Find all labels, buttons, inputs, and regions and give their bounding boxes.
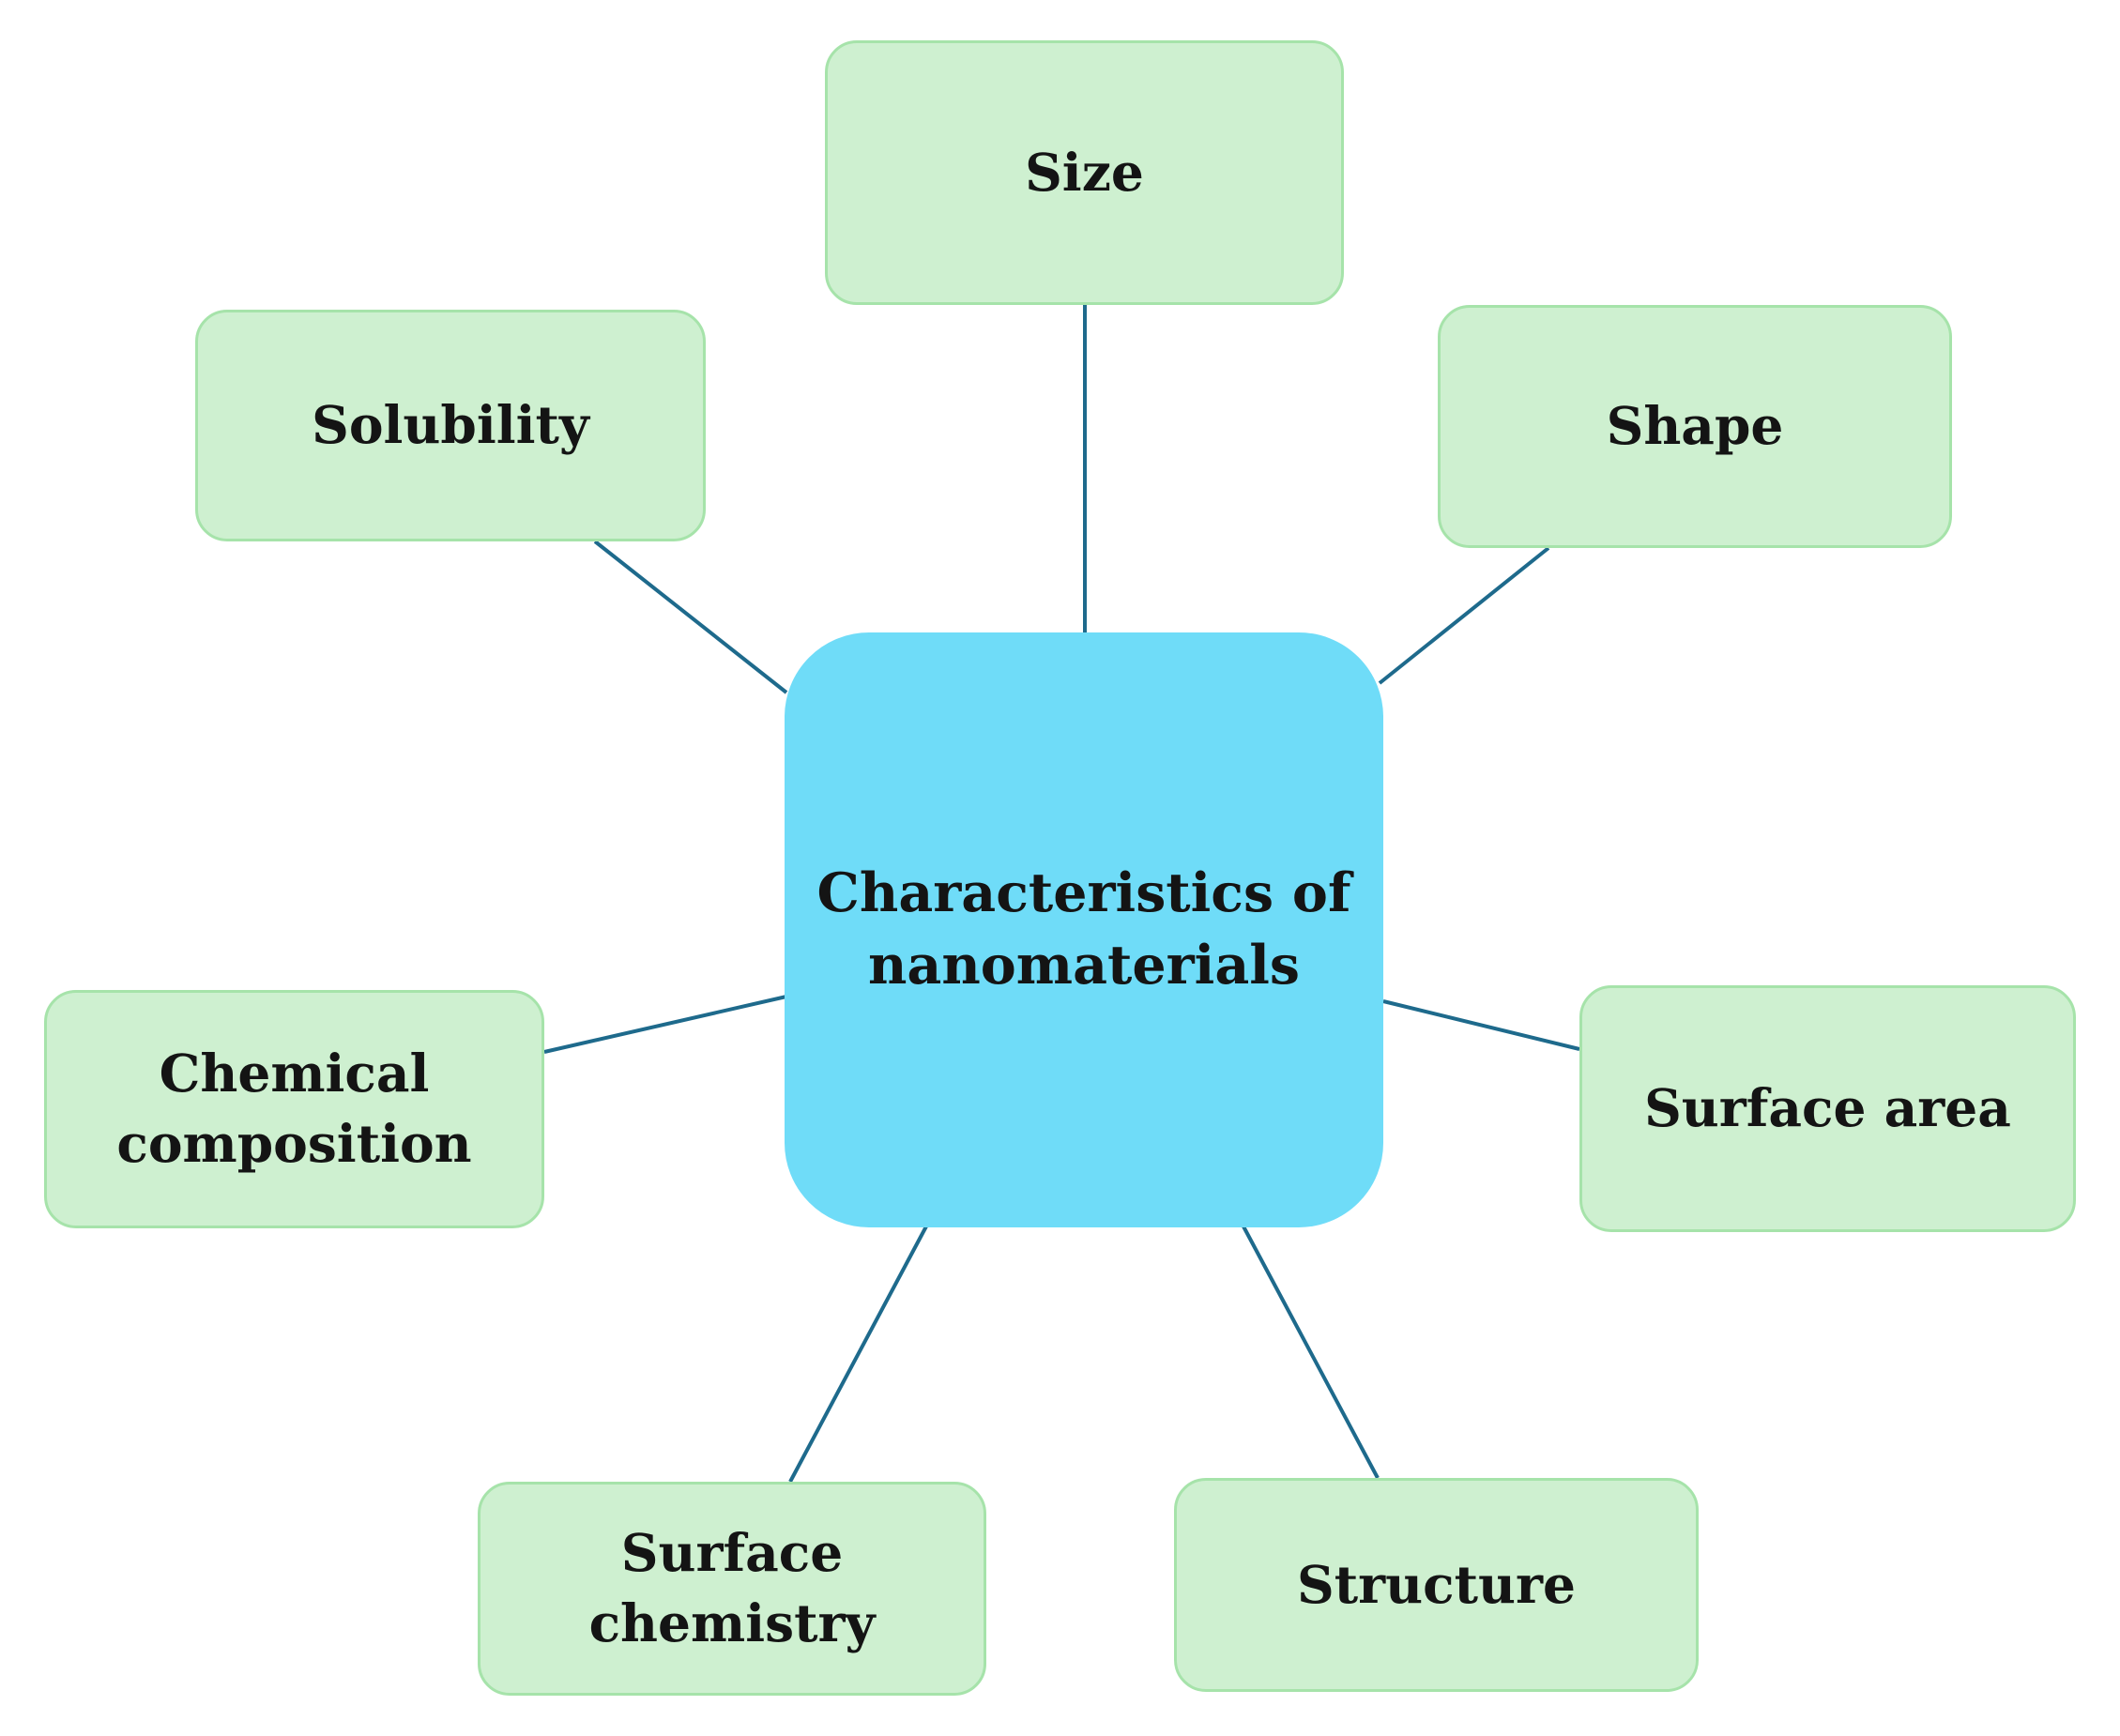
node-structure: Structure (1174, 1478, 1699, 1692)
connector-shape (1378, 546, 1550, 685)
node-surface-area-label: Surface area (1644, 1077, 2011, 1139)
node-size: Size (825, 40, 1344, 305)
central-topic-node: Characteristics of nanomaterials (785, 632, 1383, 1227)
node-solubility: Solubility (195, 310, 706, 541)
connector-solubility (593, 540, 788, 694)
node-chemical-composition-label: Chemical composition (116, 1043, 472, 1174)
central-topic-label: Characteristics of nanomaterials (816, 861, 1351, 997)
node-shape: Shape (1438, 305, 1952, 548)
connector-surface-area (1382, 999, 1580, 1051)
node-structure-label: Structure (1297, 1553, 1576, 1615)
connector-chemical-composition (543, 995, 787, 1054)
connector-structure (1242, 1226, 1380, 1479)
node-solubility-label: Solubility (312, 394, 589, 456)
connector-surface-chemistry (788, 1224, 929, 1483)
node-shape-label: Shape (1606, 395, 1784, 457)
node-surface-chemistry-label: Surface chemistry (588, 1522, 876, 1653)
node-surface-chemistry: Surface chemistry (478, 1482, 986, 1696)
node-chemical-composition: Chemical composition (44, 990, 544, 1228)
node-surface-area: Surface area (1579, 985, 2076, 1232)
node-size-label: Size (1025, 141, 1144, 203)
